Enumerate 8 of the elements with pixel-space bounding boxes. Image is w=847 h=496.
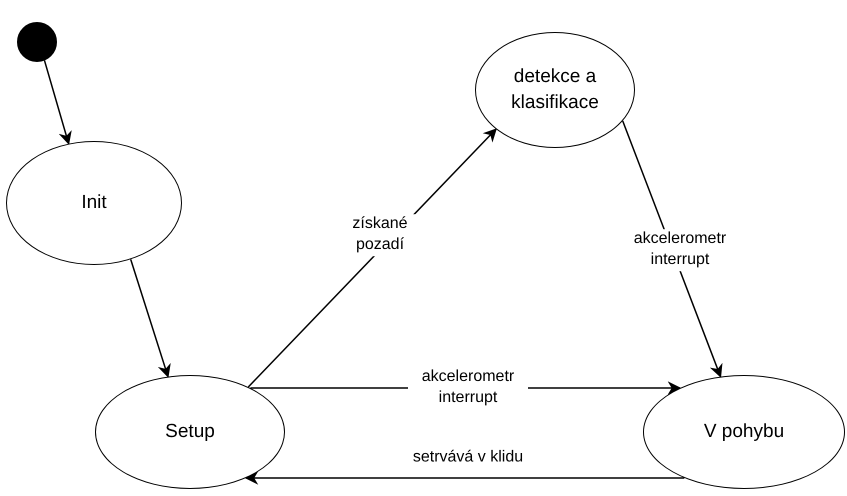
state-label: Setup xyxy=(164,420,216,444)
arrow xyxy=(244,471,684,485)
state-label: Init xyxy=(80,191,108,216)
arrow xyxy=(44,60,72,145)
state-label: detekce a klasifikace xyxy=(510,65,600,115)
arrow xyxy=(130,259,171,378)
state-label: V pohybu xyxy=(702,420,786,444)
initial-state-dot xyxy=(17,22,57,62)
